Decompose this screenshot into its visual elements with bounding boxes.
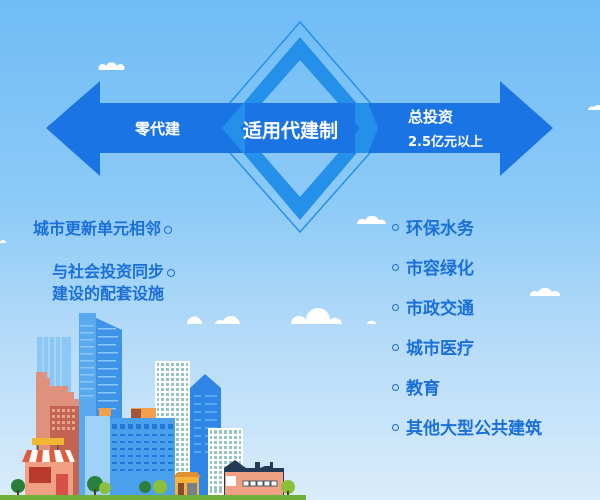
list-item: 环保水务 [392, 216, 542, 256]
list-item-label: 市容绿化 [406, 259, 474, 279]
bullet-icon [392, 423, 399, 431]
bullet-icon [392, 383, 399, 391]
investment-threshold-label: 2.5亿元以上 [408, 135, 484, 150]
list-item-label: 市政交通 [406, 299, 474, 319]
list-item: 市政交通 [392, 296, 542, 336]
list-item: 其他大型公共建筑 [392, 416, 542, 456]
cloud-icon [187, 308, 342, 324]
bullet-icon [392, 343, 399, 351]
note-text: 城市更新单元相邻 [33, 219, 162, 238]
cloud-icon [0, 240, 6, 243]
bullet-icon [392, 303, 399, 311]
list-item: 城市医疗 [392, 336, 542, 376]
circle-dot-icon [167, 268, 176, 277]
list-item-label: 环保水务 [406, 219, 474, 239]
bullet-icon [392, 223, 399, 231]
cloud-icon [530, 287, 560, 296]
list-item-label: 教育 [406, 379, 440, 399]
left-note-3: 建设的配套设施 [52, 283, 164, 305]
applicable-agency-label: 适用代建制 [243, 120, 339, 142]
list-item: 教育 [392, 376, 542, 416]
supermarket-building [22, 438, 75, 495]
left-note-1: 城市更新单元相邻 [33, 218, 173, 240]
cloud-icon [98, 62, 125, 70]
ground [0, 495, 306, 500]
applicable-categories-list: 环保水务 市容绿化 市政交通 城市医疗 教育 其他大型公共建筑 [392, 216, 542, 456]
bullet-icon [392, 263, 399, 271]
list-item-label: 其他大型公共建筑 [406, 419, 542, 439]
zero-agency-label: 零代建 [135, 120, 181, 138]
note-text: 与社会投资同步 [52, 262, 165, 281]
inner-diamond [222, 37, 378, 220]
note-text: 建设的配套设施 [52, 284, 165, 303]
left-note-2: 与社会投资同步 [52, 261, 176, 283]
outer-diamond-outline [207, 20, 393, 234]
list-item-label: 城市医疗 [406, 339, 474, 359]
cloud-icon [367, 320, 376, 324]
trees [11, 476, 295, 496]
cloud-icon [357, 215, 386, 224]
list-item: 市容绿化 [392, 256, 542, 296]
cloud-icon [588, 105, 600, 110]
total-investment-label: 总投资 [408, 108, 454, 126]
circle-dot-icon [164, 225, 173, 234]
